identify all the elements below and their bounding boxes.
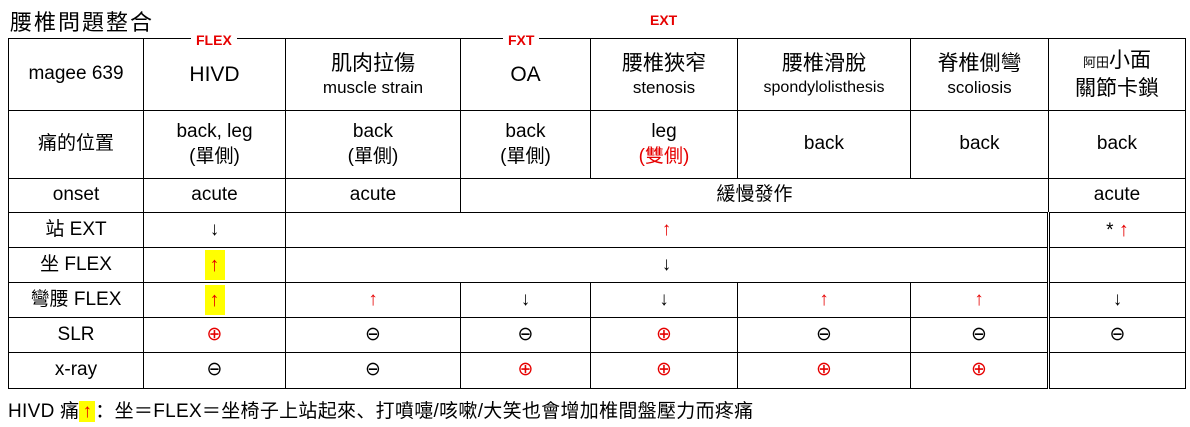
flex-annotation: FLEX	[191, 32, 237, 49]
bend-flex-stenosis: ↓	[590, 282, 738, 318]
col-stenosis-zh: 腰椎狹窄	[622, 51, 706, 75]
sit-flex-merged-arrow: ↓	[285, 247, 1049, 283]
col-spondylolisthesis-zh: 腰椎滑脫	[782, 52, 866, 76]
pain-hivd-line1: back, leg	[176, 120, 253, 142]
row-label-xray: x-ray	[8, 352, 144, 389]
bend-flex-hivd-highlighted-arrow: ↑	[204, 285, 225, 315]
slr-spondylolisthesis: ⊖	[737, 317, 911, 353]
fxt-annotation: FXT	[503, 32, 540, 49]
bend-flex-oa: ↓	[460, 282, 591, 318]
col-oa-title: OA	[510, 62, 541, 86]
pain-oa-line2: (單側)	[500, 145, 551, 167]
page-title: 腰椎問題整合	[10, 11, 155, 36]
pain-scoliosis: back	[910, 110, 1049, 179]
bend-flex-facet: ↓	[1047, 282, 1186, 318]
row-label-sit-flex: 坐 FLEX	[8, 247, 144, 283]
xray-stenosis: ⊕	[590, 352, 738, 389]
col-facet-lock-line2: 關節卡鎖	[1075, 76, 1159, 100]
col-spondylolisthesis-en: spondylolisthesis	[763, 78, 885, 96]
pain-facet: back	[1048, 110, 1186, 179]
footnote-prefix: HIVD 痛	[8, 401, 80, 422]
slr-facet: ⊖	[1047, 317, 1186, 353]
header-row: magee 639 HIVD 肌肉拉傷 muscle strain OA 腰椎狹…	[8, 38, 1186, 111]
row-label-onset: onset	[8, 178, 144, 213]
col-scoliosis-zh: 脊椎側彎	[937, 51, 1022, 75]
pain-location-row: 痛的位置 back, leg (單側) back (單側) back (單側) …	[8, 110, 1186, 179]
stand-ext-facet-arrow: ↑	[1118, 218, 1129, 241]
row-label-pain-location: 痛的位置	[8, 110, 144, 179]
pain-muscle: back (單側)	[285, 110, 461, 179]
pain-hivd: back, leg (單側)	[143, 110, 286, 179]
row-label-stand-ext: 站 EXT	[8, 212, 144, 248]
pain-stenosis-line1: leg	[651, 120, 677, 142]
slr-muscle: ⊖	[285, 317, 461, 353]
stand-ext-row: 站 EXT ↓ ↑ * ↑	[8, 212, 1186, 248]
stand-ext-hivd-arrow: ↓	[143, 212, 286, 248]
slr-row: SLR ⊕ ⊖ ⊖ ⊕ ⊖ ⊖ ⊖	[8, 317, 1186, 353]
pain-spondylolisthesis: back	[737, 110, 911, 179]
pain-oa-line1: back	[505, 120, 546, 142]
pain-oa: back (單側)	[460, 110, 591, 179]
col-muscle-strain-en: muscle strain	[322, 78, 424, 98]
bend-flex-muscle: ↑	[285, 282, 461, 318]
col-header-scoliosis: 脊椎側彎 scoliosis	[910, 38, 1049, 111]
pain-stenosis: leg (雙側)	[590, 110, 738, 179]
footnote: HIVD 痛↑：坐＝FLEX＝坐椅子上站起來、打噴嚏/咳嗽/大笑也會增加椎間盤壓…	[8, 396, 753, 423]
stand-ext-facet-star: *	[1106, 219, 1114, 241]
col-header-muscle-strain: 肌肉拉傷 muscle strain	[285, 38, 461, 111]
col-header-stenosis: 腰椎狹窄 stenosis	[590, 38, 738, 111]
stand-ext-facet: * ↑	[1047, 212, 1186, 248]
sit-flex-hivd-highlighted-arrow: ↑	[204, 250, 225, 280]
col-hivd-title: HIVD	[189, 62, 240, 86]
pain-hivd-line2: (單側)	[189, 145, 240, 167]
col-header-facet-lock: 阿田小面 關節卡鎖	[1048, 38, 1186, 111]
row-label-bend-flex: 彎腰 FLEX	[8, 282, 144, 318]
col-muscle-strain-zh: 肌肉拉傷	[331, 51, 415, 75]
sit-flex-hivd: ↑	[143, 247, 286, 283]
col-scoliosis-en: scoliosis	[947, 78, 1012, 98]
onset-muscle: acute	[285, 178, 461, 213]
onset-facet: acute	[1048, 178, 1186, 213]
sit-flex-facet	[1047, 247, 1186, 283]
pain-muscle-line2: (單側)	[347, 145, 399, 167]
onset-merged-gradual: 緩慢發作	[460, 178, 1049, 213]
bend-flex-spondylolisthesis: ↑	[737, 282, 911, 318]
col-facet-lock-prefix: 阿田	[1082, 55, 1109, 71]
col-stenosis-en: stenosis	[632, 78, 696, 98]
stand-ext-merged-arrow: ↑	[285, 212, 1049, 248]
col-header-spondylolisthesis: 腰椎滑脫 spondylolisthesis	[737, 38, 911, 111]
col-facet-lock-line1: 阿田小面	[1050, 47, 1185, 74]
xray-scoliosis: ⊕	[910, 352, 1049, 389]
bend-flex-hivd: ↑	[143, 282, 286, 318]
lumbar-comparison-table: magee 639 HIVD 肌肉拉傷 muscle strain OA 腰椎狹…	[8, 38, 1186, 389]
xray-row: x-ray ⊖ ⊖ ⊕ ⊕ ⊕ ⊕	[8, 352, 1186, 389]
highlighted-up-arrow: ↑	[79, 401, 96, 422]
footnote-text: ：坐＝FLEX＝坐椅子上站起來、打噴嚏/咳嗽/大笑也會增加椎間盤壓力而疼痛	[95, 401, 754, 422]
xray-hivd: ⊖	[143, 352, 286, 389]
slr-scoliosis: ⊖	[910, 317, 1049, 353]
corner-cell-magee: magee 639	[8, 38, 144, 111]
xray-facet	[1047, 352, 1186, 389]
onset-row: onset acute acute 緩慢發作 acute	[8, 178, 1186, 213]
col-facet-lock-zh: 小面	[1109, 49, 1151, 73]
xray-oa: ⊕	[460, 352, 591, 389]
slr-oa: ⊖	[460, 317, 591, 353]
row-label-slr: SLR	[8, 317, 144, 353]
bend-flex-scoliosis: ↑	[910, 282, 1049, 318]
ext-annotation: EXT	[645, 12, 683, 29]
slr-hivd: ⊕	[143, 317, 286, 353]
bend-flex-row: 彎腰 FLEX ↑ ↑ ↓ ↓ ↑ ↑ ↓	[8, 282, 1186, 318]
xray-spondylolisthesis: ⊕	[737, 352, 911, 389]
col-header-hivd: HIVD	[143, 38, 286, 111]
pain-muscle-line1: back	[352, 120, 394, 142]
onset-hivd: acute	[143, 178, 286, 213]
sit-flex-row: 坐 FLEX ↑ ↓	[8, 247, 1186, 283]
pain-stenosis-line2: (雙側)	[638, 145, 690, 167]
slr-stenosis: ⊕	[590, 317, 738, 353]
xray-muscle: ⊖	[285, 352, 461, 389]
col-header-oa: OA	[460, 38, 591, 111]
